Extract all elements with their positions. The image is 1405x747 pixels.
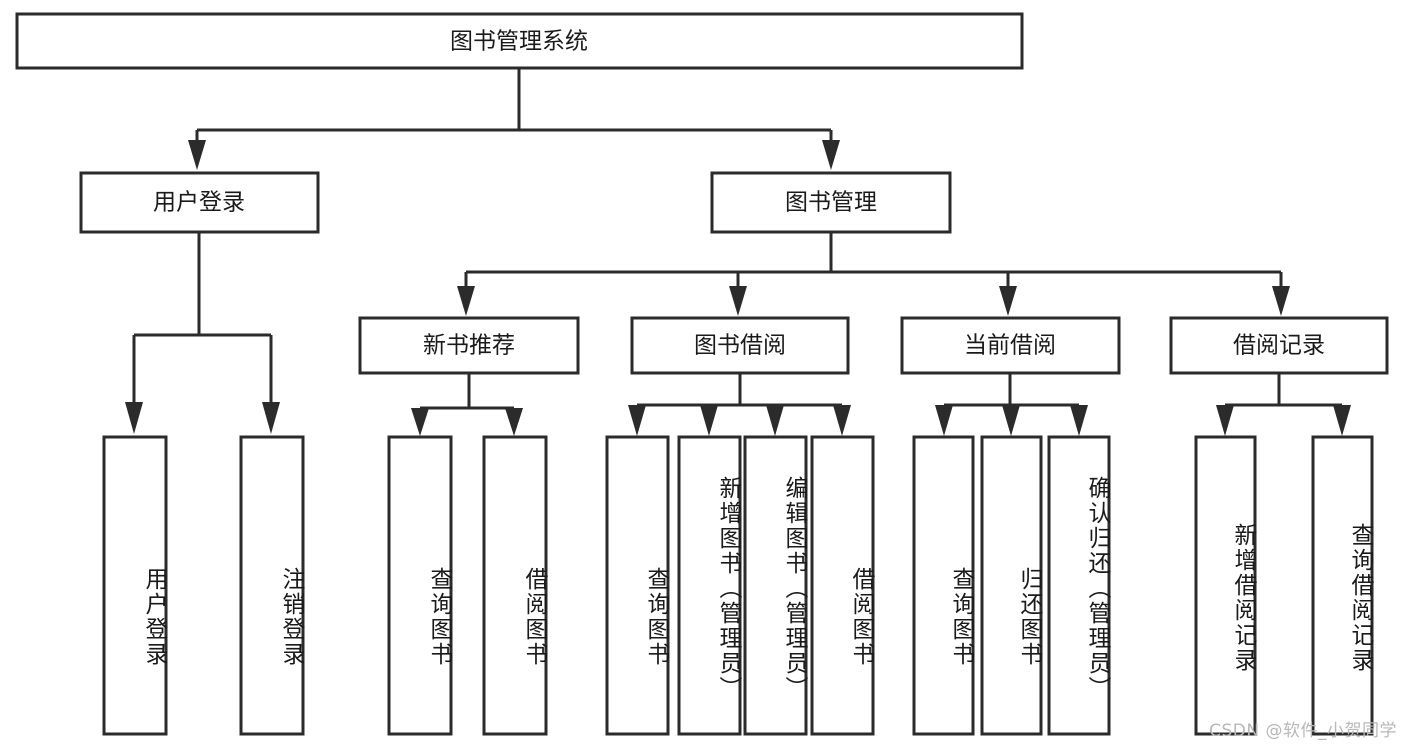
- arrow-to-current-borrow: [999, 286, 1017, 316]
- node-box-leaf-add-book[interactable]: [677, 435, 742, 736]
- node-box-leaf-user-login[interactable]: [102, 435, 168, 736]
- node-box-new-book-recommend[interactable]: [358, 316, 580, 375]
- node-box-leaf-borrow-book-2[interactable]: [810, 435, 875, 736]
- node-box-leaf-query-book-3[interactable]: [912, 435, 975, 736]
- connector-group-current-borrow: [935, 373, 1088, 436]
- node-box-leaf-query-book-2[interactable]: [605, 435, 670, 736]
- arrow-to-leaf-add-book: [700, 405, 718, 436]
- arrow-to-leaf-query-book-2: [628, 405, 646, 436]
- arrow-to-leaf-edit-book: [766, 405, 784, 436]
- node-box-leaf-edit-book[interactable]: [743, 435, 808, 736]
- node-box-leaf-query-record[interactable]: [1311, 435, 1374, 736]
- node-box-leaf-add-record[interactable]: [1194, 435, 1257, 736]
- arrow-to-borrow-record: [1272, 286, 1290, 316]
- node-box-user-login[interactable]: [79, 171, 320, 234]
- arrow-root-to-user-login: [188, 140, 206, 170]
- node-box-current-borrow[interactable]: [900, 316, 1121, 375]
- node-box-leaf-user-logout[interactable]: [239, 435, 305, 736]
- node-label-current-borrow: 当前借阅: [964, 333, 1056, 359]
- connector-group-user-login: [125, 232, 280, 434]
- arrow-to-leaf-borrow-book-1: [505, 408, 523, 436]
- arrow-to-leaf-user-login: [125, 402, 143, 434]
- arrow-to-leaf-add-record: [1216, 405, 1234, 436]
- arrow-to-book-borrow: [729, 286, 747, 316]
- node-box-leaf-return-book[interactable]: [980, 435, 1043, 736]
- node-box-book-manage[interactable]: [710, 171, 952, 234]
- node-box-leaf-borrow-book-1[interactable]: [482, 435, 548, 736]
- connector-group-new-book-recommend: [411, 373, 523, 436]
- node-box-book-borrow[interactable]: [630, 316, 850, 375]
- arrow-to-leaf-confirm-return: [1070, 405, 1088, 436]
- node-label-book-manage: 图书管理: [785, 190, 877, 216]
- connector-group-book-manage: [457, 232, 1290, 316]
- arrow-to-leaf-query-book-1: [411, 408, 429, 436]
- node-box-leaf-query-book-1[interactable]: [387, 435, 453, 736]
- arrow-to-leaf-query-book-3: [935, 405, 953, 436]
- watermark-csdn: CSDN @软件_小贺同学: [1209, 721, 1397, 741]
- node-label-book-borrow: 图书借阅: [694, 333, 786, 359]
- arrow-to-new-book-recommend: [457, 286, 475, 316]
- node-label-borrow-record: 借阅记录: [1233, 333, 1325, 359]
- node-label-new-book-recommend: 新书推荐: [423, 333, 515, 359]
- arrow-to-leaf-query-record: [1333, 405, 1351, 436]
- connector-group-root: [188, 68, 840, 170]
- node-box-borrow-record[interactable]: [1169, 316, 1389, 375]
- arrow-root-to-book-manage: [822, 140, 840, 170]
- node-box-root[interactable]: [15, 12, 1024, 70]
- node-label-root: 图书管理系统: [450, 29, 588, 55]
- arrow-to-leaf-borrow-book-2: [833, 405, 851, 436]
- connector-group-borrow-record: [1216, 373, 1351, 436]
- node-label-user-login: 用户登录: [153, 190, 245, 216]
- node-box-leaf-confirm-return[interactable]: [1047, 435, 1111, 736]
- arrow-to-leaf-user-logout: [262, 402, 280, 434]
- connector-group-book-borrow: [628, 373, 851, 436]
- arrow-to-leaf-return-book: [1002, 405, 1020, 436]
